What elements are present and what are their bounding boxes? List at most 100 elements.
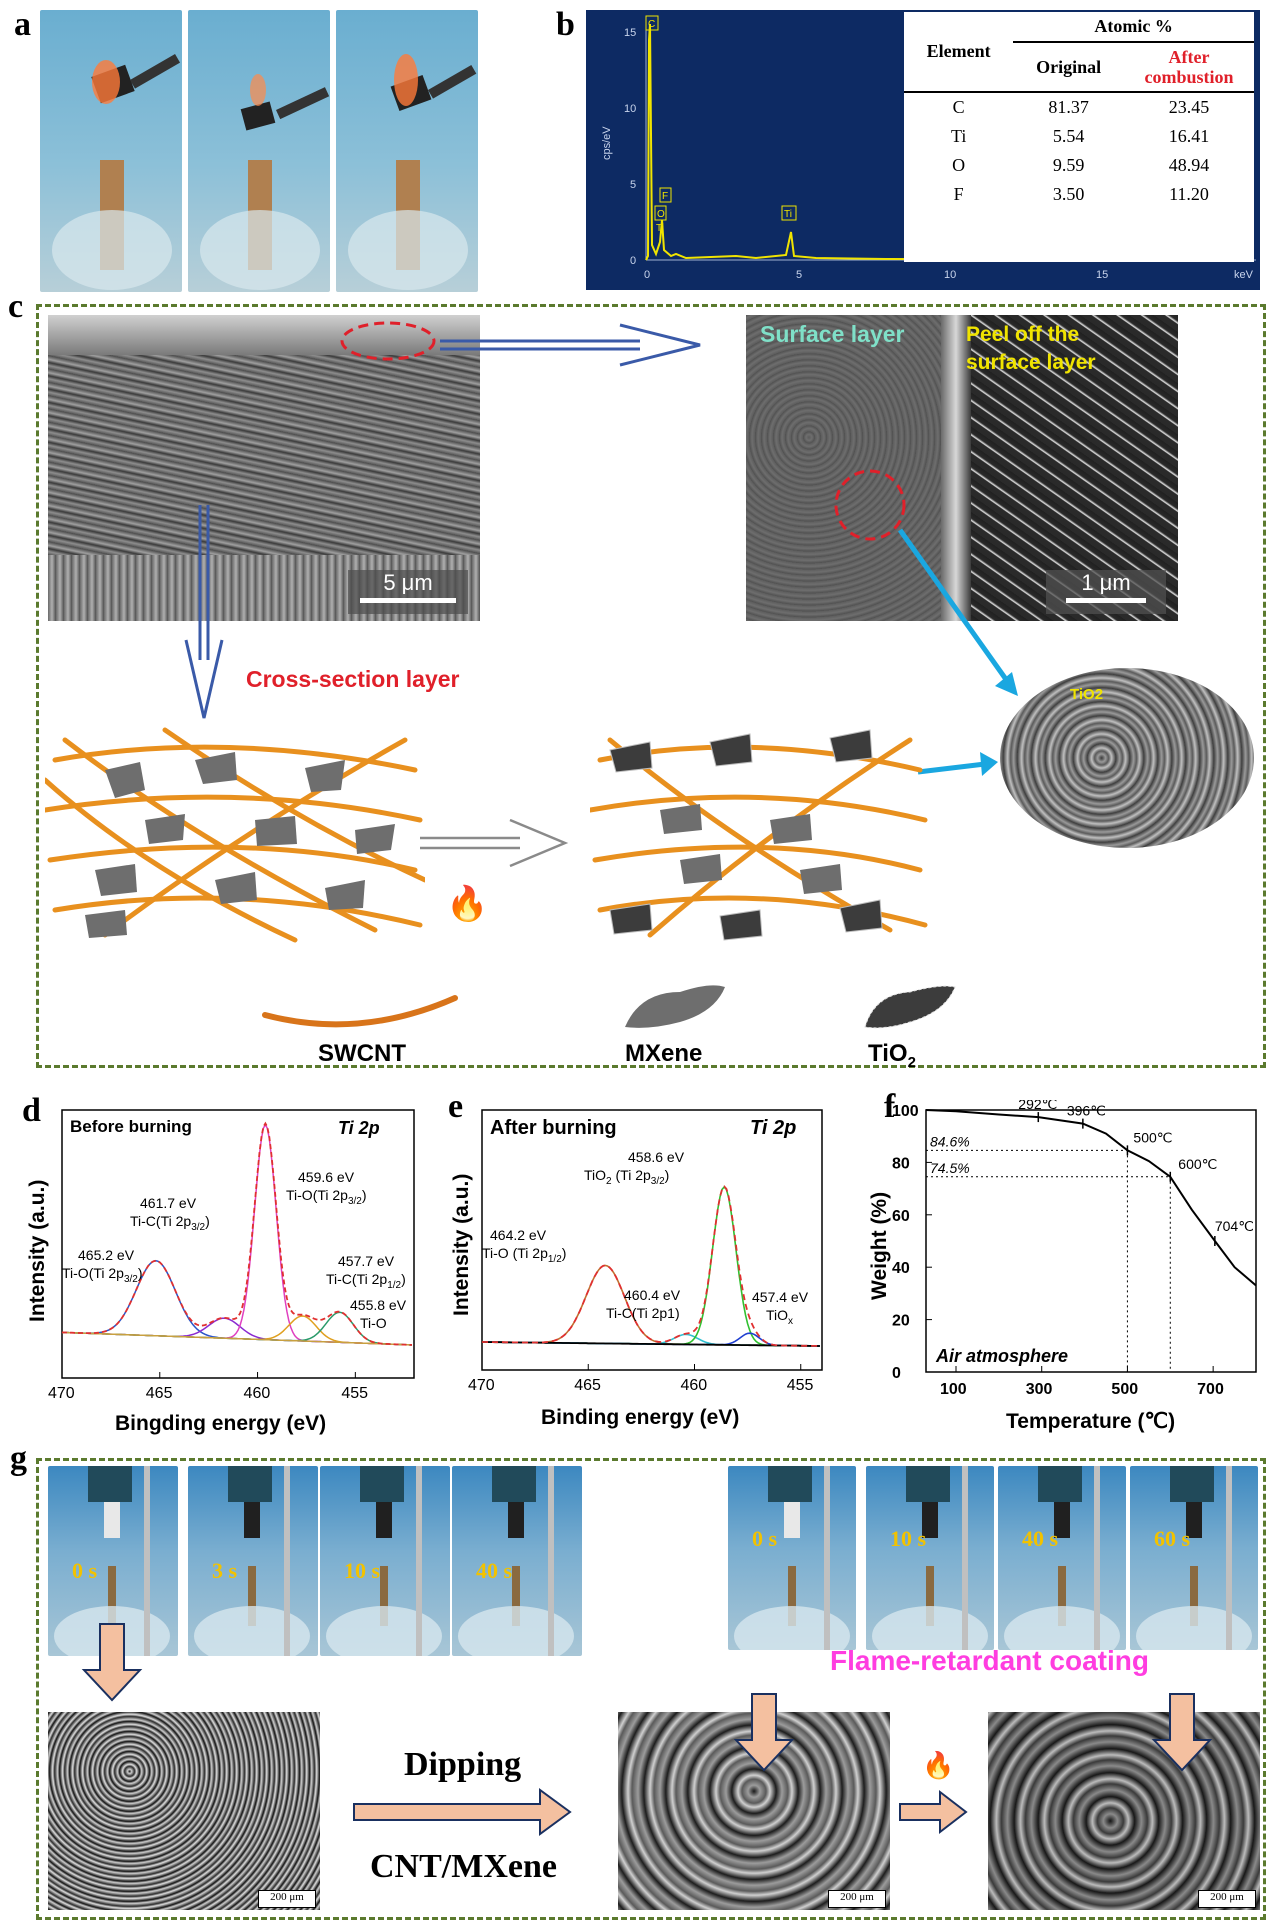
eds-spectrum-panel: 0 5 10 15 0 5 10 15 keV cps/eV C F O Ti … [586,10,1260,290]
d-peak-459-assign: Ti-O(Ti 2p3/2) [286,1187,367,1207]
burn-time-label: 0 s [72,1558,98,1583]
d-peak-457-assign: Ti-C(Ti 2p1/2) [326,1271,406,1291]
f-ytick-1: 20 [892,1313,910,1330]
dipping-arrow [353,1788,572,1836]
col-original: Original [1036,56,1102,77]
d-peak-455-assign: Ti-O [360,1315,387,1331]
cyan-arrow-to-inset [897,528,1013,687]
small-flame-icon: 🔥 [922,1750,955,1780]
cross-section-sem: 5 μm [48,315,480,621]
d-xtick-2: 460 [244,1385,271,1402]
burn-time-label: 0 s [752,1526,778,1551]
burn-test-photo-right-1: 10 s [866,1466,994,1650]
f-mark-0: 292℃ [1018,1100,1057,1112]
panel-c-arrows [184,323,1018,868]
d-title: Before burning [70,1117,192,1136]
f-ytick-5: 100 [892,1103,919,1120]
f-level-84: 84.6% [930,1133,970,1149]
e-tag: Ti 2p [750,1117,796,1139]
legend-tio2: TiO2 [868,1040,916,1071]
scale-bar-5um: 5 μm [348,570,468,614]
e-peak-457-assign: TiOx [766,1307,793,1327]
e-xtick-0: 470 [468,1377,495,1394]
eds-peak-c: C [648,19,655,30]
eds-xtick-15: 15 [1096,269,1108,281]
scale-bar-1um: 1 μm [1046,570,1166,614]
panel-g-arrows [81,1623,1213,1836]
eds-peak-f: F [662,191,668,202]
d-peak-457: 457.7 eV [338,1253,395,1269]
f-ylabel: Weight (%) [868,1192,891,1300]
burning-film-sketch-1 [52,53,181,290]
scale-bar-200um-1: 200 μm [258,1890,316,1908]
burn-arrow [899,1789,968,1835]
e-envelope [482,1185,820,1347]
blue-hollow-arrow-right [440,323,701,367]
e-xtick-2: 460 [681,1377,708,1394]
f-xtick-0: 100 [940,1381,967,1398]
e-xticks: 470 465 460 455 [468,1364,814,1394]
burn-time-label: 60 s [1154,1526,1191,1551]
flame-icon: 🔥 [446,885,489,923]
d-peak-455: 455.8 eV [350,1297,407,1313]
d-peak-459: 459.6 eV [298,1169,355,1185]
swcnt-legend-icon [262,995,458,1028]
red-dashed-circle-left [340,321,436,361]
e-peak-460-assign: Ti-C(Ti 2p1) [606,1305,680,1321]
down-arrow-mid [733,1693,795,1772]
blue-hollow-arrow-down [184,505,224,719]
eds-peak-ti-small: Ti [656,223,664,234]
foam-sem-pristine: 200 μm [48,1712,320,1910]
burn-time-label: 3 s [212,1558,238,1583]
burn-test-photo-left-3: 40 s [452,1466,582,1656]
d-peak-465-assign: Ti-O(Ti 2p3/2) [62,1265,143,1285]
eds-xtick-10: 10 [944,269,956,281]
burn-time-label: 10 s [890,1526,927,1551]
e-peak-457: 457.4 eV [752,1289,809,1305]
tga-curve [925,1109,1257,1287]
panel-label-c: c [8,288,24,325]
panel-label-a: a [14,6,31,43]
f-xtick-3: 700 [1197,1381,1224,1398]
col-atomic-percent: Atomic % [1013,12,1254,43]
e-peak-464: 464.2 eV [490,1227,547,1243]
cnt-mxene-label: CNT/MXene [370,1848,557,1885]
eds-ytick-5: 5 [630,179,636,191]
e-peak-460: 460.4 eV [624,1287,681,1303]
eds-xtick-5: 5 [796,269,802,281]
burning-film-photo-2 [188,10,330,292]
d-xlabel: Bingding energy (eV) [115,1412,326,1435]
d-peak-465: 465.2 eV [78,1247,135,1263]
burning-film-photo-3 [336,10,478,292]
burn-test-photo-right-3: 60 s [1130,1466,1258,1650]
surface-layer-label: Surface layer [760,321,905,347]
col-after-combustion: After combustion [1144,47,1234,87]
scale-bar-200um-3: 200 μm [1198,1890,1256,1908]
scale-bar-200um-2: 200 μm [828,1890,886,1908]
f-ytick-3: 60 [892,1208,910,1225]
red-dashed-circle-right [834,469,906,541]
network-before-burning [45,727,425,943]
e-peak-464-assign: Ti-O (Ti 2p1/2) [482,1245,566,1265]
e-xtick-3: 455 [787,1377,814,1394]
eds-peak-ti: Ti [784,209,792,220]
e-baseline [482,1341,820,1347]
panel-label-f: f [884,1088,896,1125]
f-xlabel: Temperature (℃) [1006,1410,1175,1433]
f-mark-3: 600℃ [1178,1156,1217,1172]
legend-swcnt: SWCNT [318,1040,406,1067]
f-level-74: 74.5% [930,1160,970,1176]
e-xtick-1: 465 [574,1377,601,1394]
f-mark-4: 704℃ [1215,1218,1254,1234]
d-baseline [61,1331,412,1346]
f-ytick-0: 0 [892,1365,901,1382]
burn-time-label: 10 s [344,1558,381,1583]
flame-retardant-coating-label: Flame-retardant coating [830,1645,1149,1676]
d-ylabel: Intensity (a.u.) [26,1180,49,1322]
